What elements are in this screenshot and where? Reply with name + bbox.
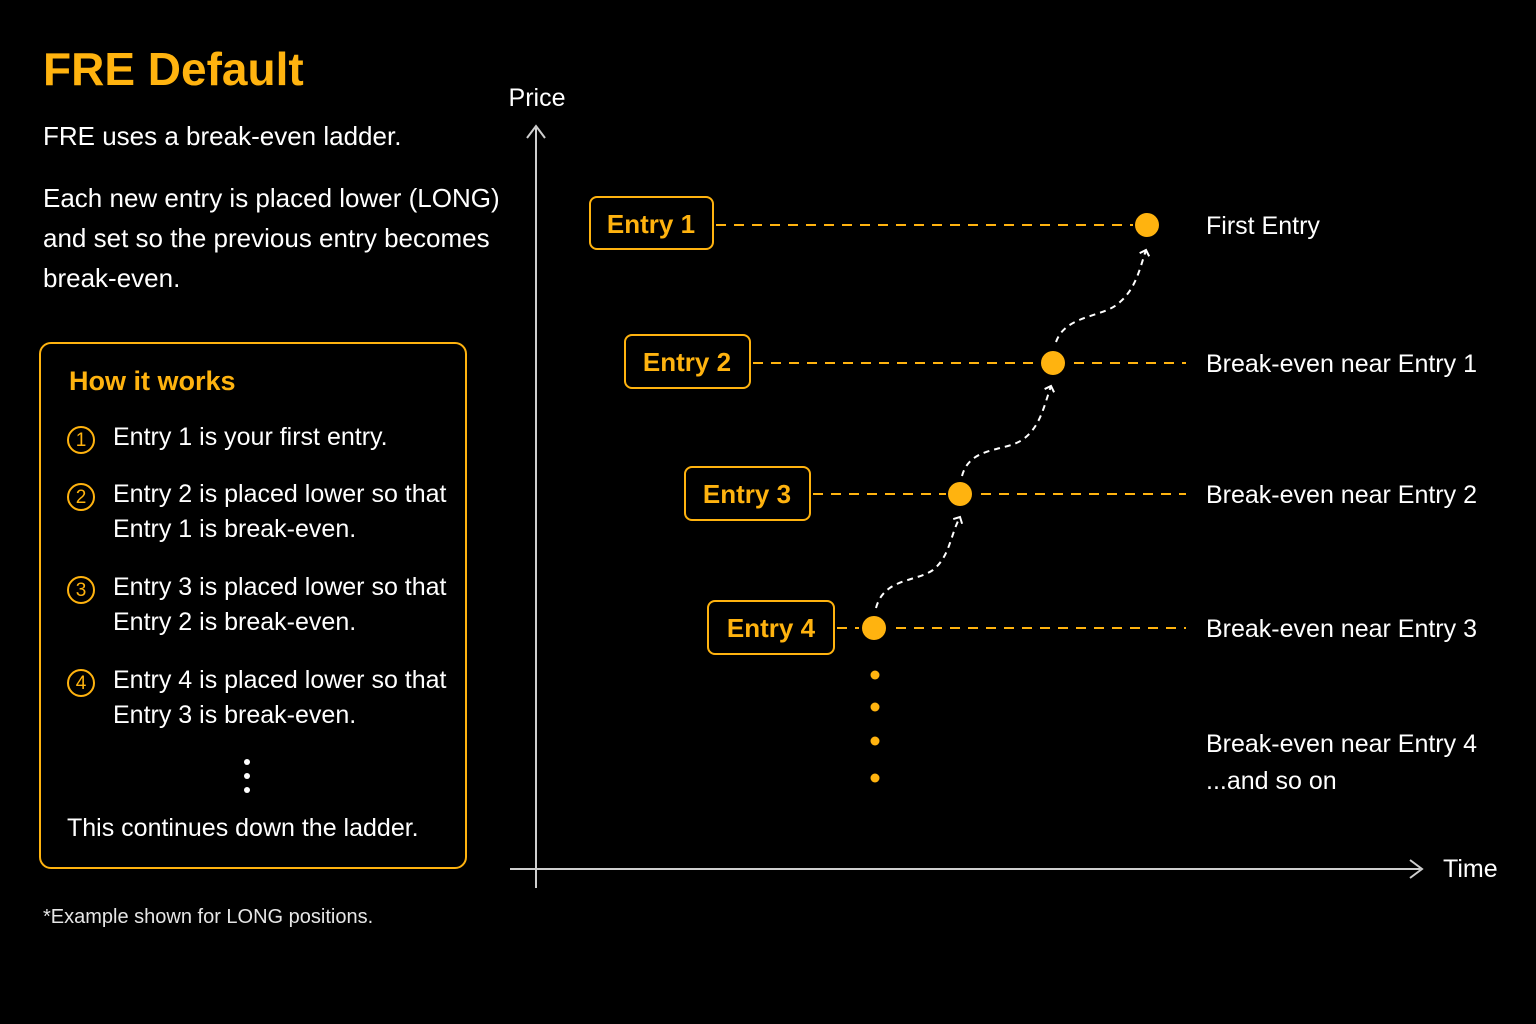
entry-4-point	[862, 616, 886, 640]
entry-3-point	[948, 482, 972, 506]
entry-1-label: Entry 1	[607, 209, 695, 239]
entry-1-point	[1135, 213, 1159, 237]
entry-3-box	[684, 466, 811, 521]
vertical-ellipsis-icon	[244, 759, 252, 801]
y-axis-arrow-icon	[526, 124, 546, 139]
description: Each new entry is placed lower (LONG) an…	[43, 183, 500, 293]
entry-2-box	[624, 334, 751, 389]
step-text: Entry 1 is your first entry.	[113, 423, 388, 451]
entry-1-box	[589, 196, 714, 250]
arrow-entry3-to-entry2	[961, 384, 1055, 477]
entry-1-side-label: First Entry	[1206, 212, 1320, 240]
x-axis-arrow-icon	[1409, 859, 1424, 879]
step-text: Entry 2 is placed lower so that Entry 1 …	[113, 480, 447, 543]
arrow-entry2-to-entry1	[1055, 248, 1151, 343]
entry-3-side-label: Break-even near Entry 2	[1206, 481, 1477, 509]
how-it-works-title: How it works	[69, 366, 236, 396]
footnote: *Example shown for LONG positions.	[43, 906, 374, 928]
step-text: Entry 4 is placed lower so that Entry 3 …	[113, 666, 447, 729]
arrow-entry4-to-entry3	[875, 515, 964, 609]
continuation-dots-icon	[870, 670, 880, 783]
how-it-works-panel: How it works 1 Entry 1 is your first ent…	[39, 342, 467, 869]
entry-3-label: Entry 3	[703, 479, 791, 509]
step-number-badge: 2	[67, 483, 95, 511]
entry-2-side-label: Break-even near Entry 1	[1206, 350, 1477, 378]
page-title: FRE Default	[43, 43, 304, 95]
entry-2-label: Entry 2	[643, 347, 731, 377]
trailing-label-1: Break-even near Entry 4	[1206, 730, 1477, 758]
entry-4-side-label: Break-even near Entry 3	[1206, 615, 1477, 643]
step-number-badge: 3	[67, 576, 95, 604]
step-number-badge: 4	[67, 669, 95, 697]
step-text: Entry 3 is placed lower so that Entry 2 …	[113, 573, 447, 636]
entry-2-point	[1041, 351, 1065, 375]
entry-4-box	[707, 600, 835, 655]
entry-4-label: Entry 4	[727, 613, 816, 643]
subtitle: FRE uses a break-even ladder.	[43, 121, 402, 151]
y-axis-label: Price	[509, 84, 566, 112]
step-number-badge: 1	[67, 426, 95, 454]
continuation-text: This continues down the ladder.	[67, 814, 419, 842]
x-axis-label: Time	[1443, 855, 1498, 883]
trailing-label-2: ...and so on	[1206, 767, 1337, 795]
